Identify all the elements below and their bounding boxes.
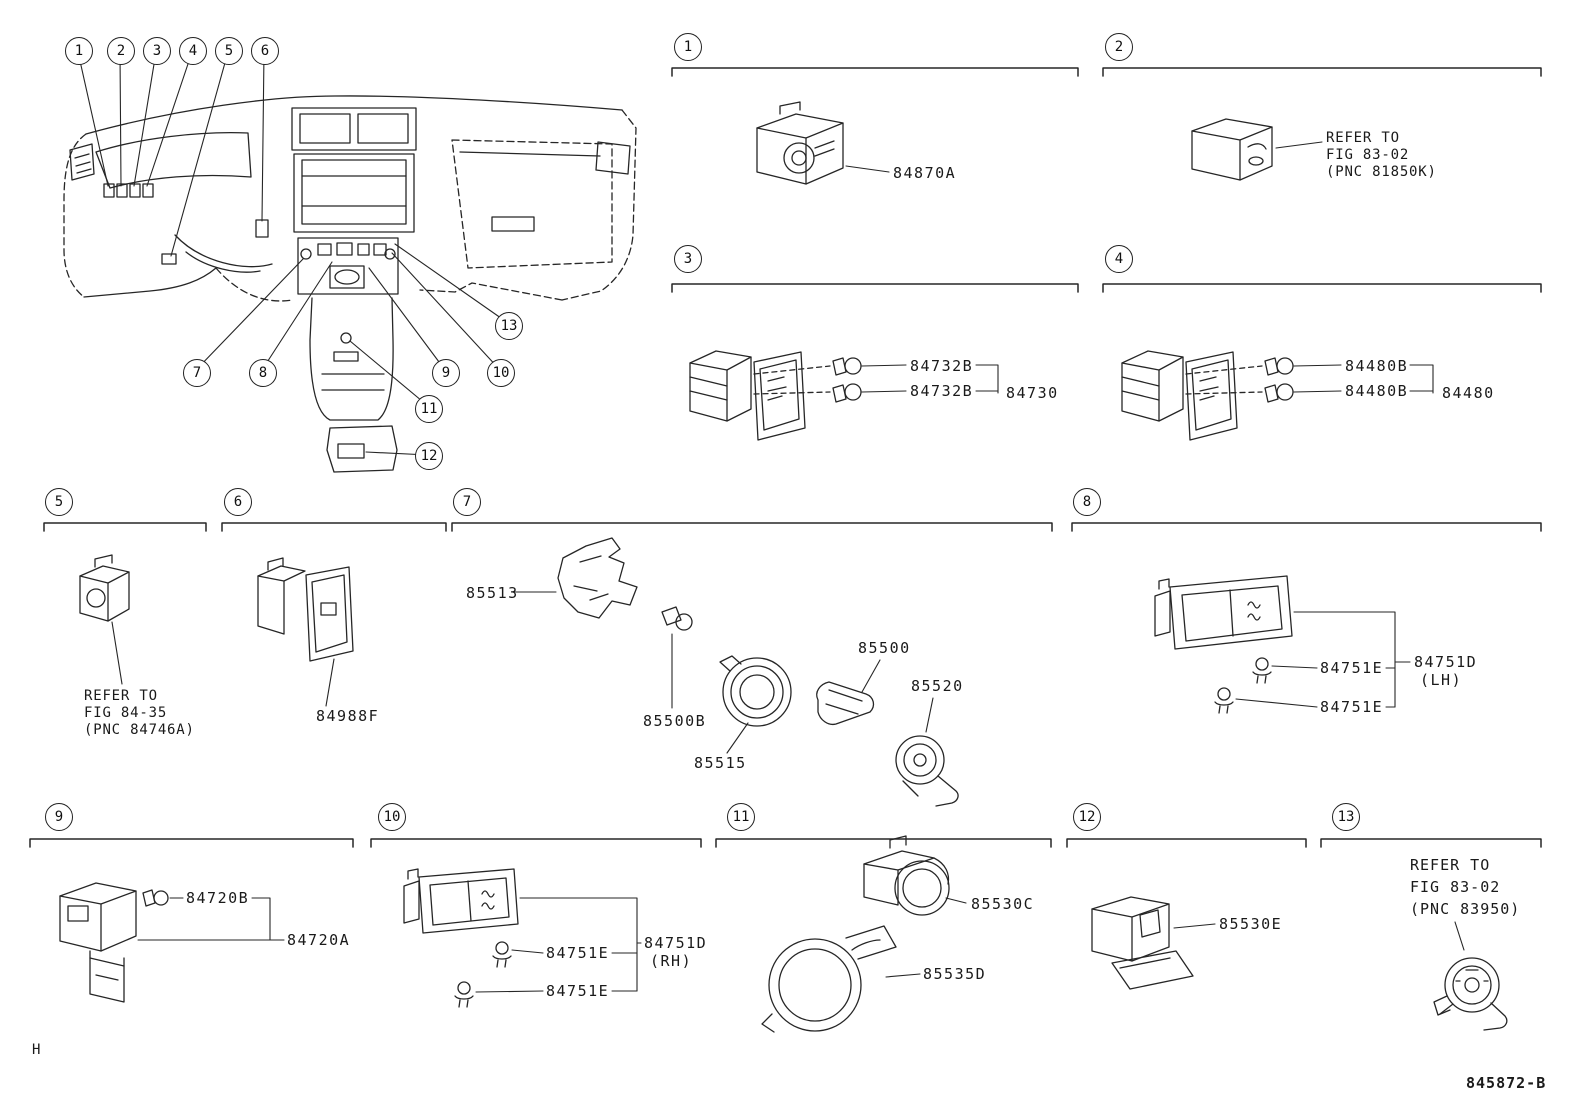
part-number-84480: 84480 [1442,384,1495,402]
section-3-number: 3 [674,245,702,273]
refer-line: FIG 83-02 [1326,147,1410,163]
switch-84730 [689,350,999,441]
callout-4: 4 [179,37,207,65]
part-number-84480b-1: 84480B [1345,357,1409,375]
part-number-85515: 85515 [694,754,747,772]
callout-7: 7 [183,359,211,387]
refer-line: (PNC 84746A) [84,722,195,738]
callout-8: 8 [249,359,277,387]
section-8-number: 8 [1073,488,1101,516]
section-7-number: 7 [453,488,481,516]
switch-84988f [257,557,354,707]
lighter-assembly [513,537,959,807]
section-2-number: 2 [1105,33,1133,61]
side-label-lh: (LH) [1420,671,1463,689]
section-10-number: 10 [378,803,406,831]
part-number-84720a: 84720A [287,931,351,949]
callout-10: 10 [487,359,515,387]
section-6-number: 6 [224,488,252,516]
part-number-85513: 85513 [466,584,519,602]
callout-11: 11 [415,395,443,423]
part-number-84751d-lh: 84751D [1414,653,1478,671]
switch-84751d-lh [1154,575,1411,714]
switch-81850k [1191,118,1323,181]
dashboard-illustration [63,95,637,473]
part-number-85500: 85500 [858,639,911,657]
refer-line: (PNC 83950) [1410,900,1521,918]
section-9-number: 9 [45,803,73,831]
section-13-number: 13 [1332,803,1360,831]
refer-line: REFER TO [1326,130,1400,146]
part-number-85535d: 85535D [923,965,987,983]
callout-5: 5 [215,37,243,65]
callout-1: 1 [65,37,93,65]
section-brackets [29,67,1542,848]
part-number-84751d-rh: 84751D [644,934,708,952]
part-number-84732b-2: 84732B [910,382,974,400]
corner-mark: H [32,1042,41,1058]
part-number-84751e-rh-2: 84751E [546,982,610,1000]
part-number-84720b: 84720B [186,889,250,907]
switch-84720a [59,882,285,1003]
part-number-84751e-lh-2: 84751E [1320,698,1384,716]
refer-line: FIG 83-02 [1410,878,1501,896]
switch-84870a [756,101,890,185]
callout-2: 2 [107,37,135,65]
refer-line: REFER TO [84,688,158,704]
callout-3: 3 [143,37,171,65]
part-number-84730: 84730 [1006,384,1059,402]
callout-13: 13 [495,312,523,340]
part-number-85530c: 85530C [971,895,1035,913]
refer-line: FIG 84-35 [84,705,168,721]
part-number-85500b: 85500B [643,712,707,730]
section-5-number: 5 [45,488,73,516]
switch-84480 [1121,350,1434,441]
document-number: 845872-B [1466,1074,1547,1092]
side-label-rh: (RH) [650,952,693,970]
section-12-number: 12 [1073,803,1101,831]
callout-12: 12 [415,442,443,470]
refer-line: (PNC 81850K) [1326,164,1437,180]
part-number-84751e-lh-1: 84751E [1320,659,1384,677]
part-number-85530e: 85530E [1219,915,1283,933]
box-85530e [1091,896,1216,990]
part-number-84732b-1: 84732B [910,357,974,375]
section-4-number: 4 [1105,245,1133,273]
part-number-84988f: 84988F [316,707,380,725]
part-number-84870a: 84870A [893,164,957,182]
lighter-83950 [1433,921,1508,1031]
refer-note-81850k: REFER TO FIG 83-02 (PNC 81850K) [1326,130,1437,181]
dashboard-leader-lines [77,51,509,456]
switch-84746a [79,554,130,685]
switch-84751d-rh [403,868,642,1008]
socket-85530c-85535d [761,835,967,1033]
callout-6: 6 [251,37,279,65]
part-number-85520: 85520 [911,677,964,695]
callout-9: 9 [432,359,460,387]
part-number-84751e-rh-1: 84751E [546,944,610,962]
refer-line: REFER TO [1410,856,1491,874]
section-11-number: 11 [727,803,755,831]
refer-note-83950: REFER TO FIG 83-02 (PNC 83950) [1410,854,1520,920]
section-1-number: 1 [674,33,702,61]
part-number-84480b-2: 84480B [1345,382,1409,400]
refer-note-84746a: REFER TO FIG 84-35 (PNC 84746A) [84,688,195,739]
